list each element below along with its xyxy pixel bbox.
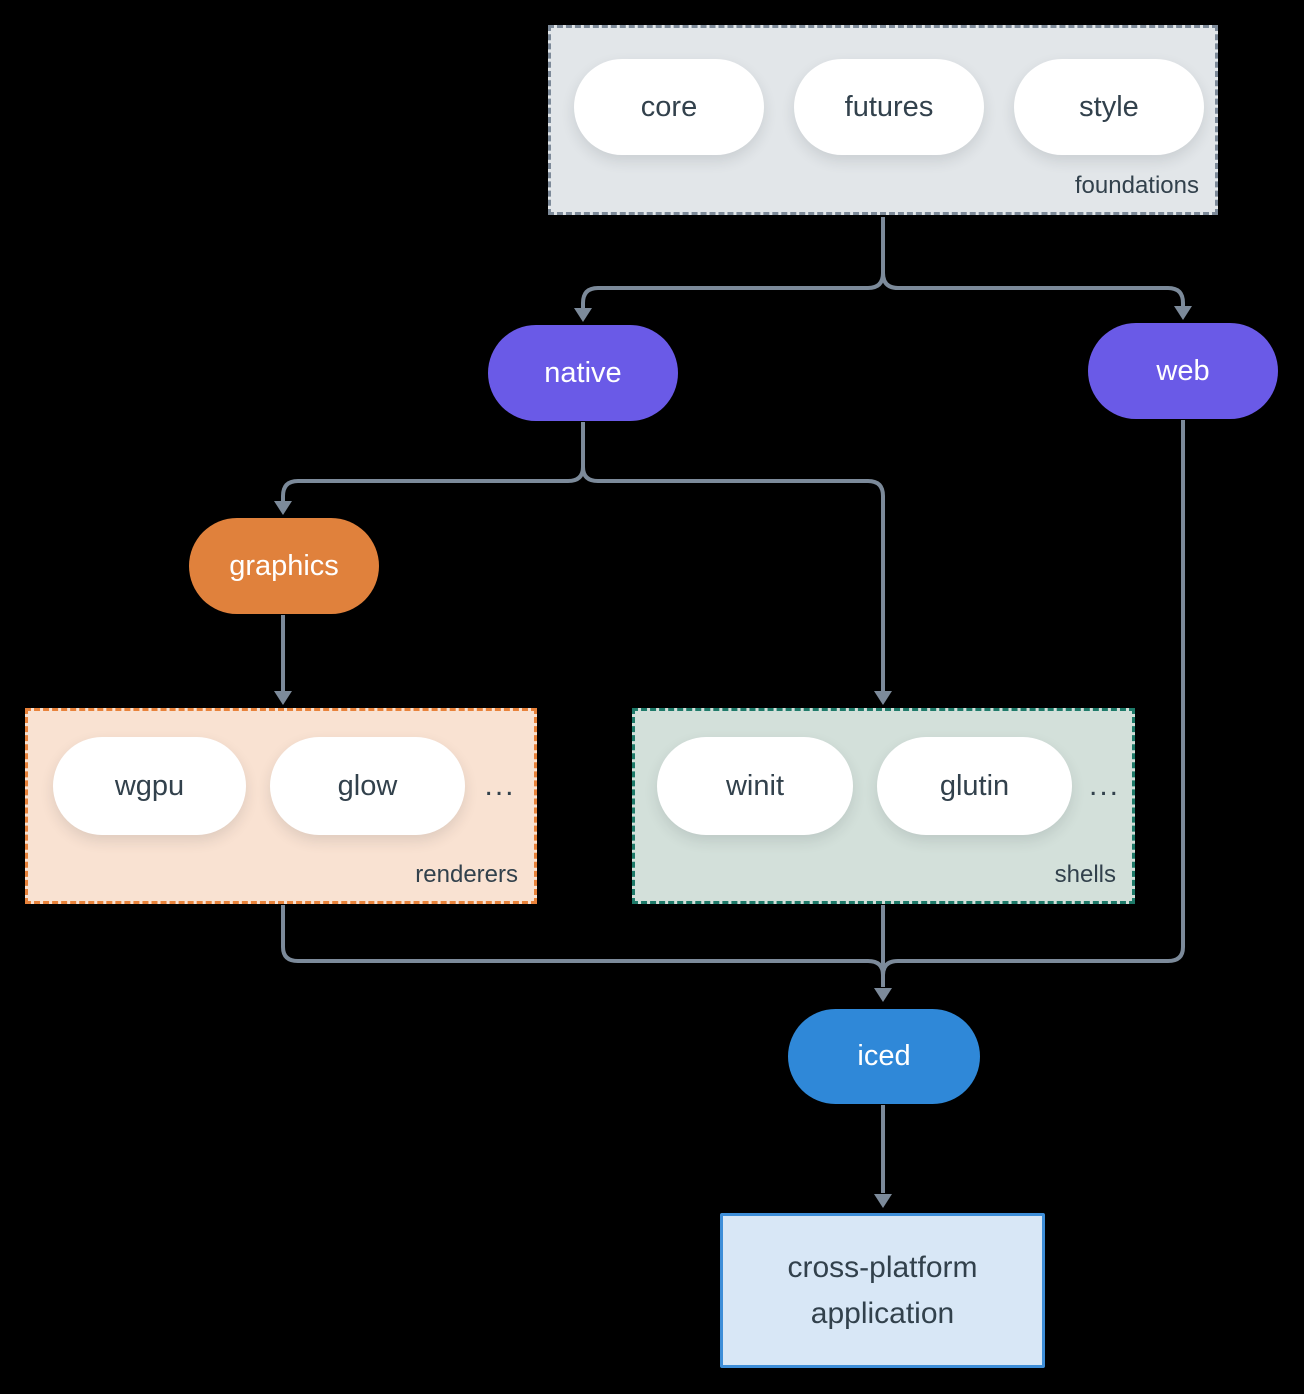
node-winit: winit xyxy=(657,737,853,835)
node-wgpu: wgpu xyxy=(53,737,246,835)
node-futures: futures xyxy=(794,59,984,155)
edge-renderers-iced xyxy=(281,905,885,976)
arrowhead-application xyxy=(874,1194,892,1208)
application-label-line1: cross-platform xyxy=(787,1250,978,1284)
arrowhead-graphics xyxy=(274,501,292,515)
arrowhead-renderers xyxy=(274,691,292,705)
edge-native-graphics xyxy=(281,466,585,501)
renderers-group-label: renderers xyxy=(415,861,518,888)
application-label-line2: application xyxy=(810,1296,955,1330)
node-style: style xyxy=(1014,59,1204,155)
foundations-group-box: core futures style foundations xyxy=(548,25,1218,215)
node-glow: glow xyxy=(270,737,465,835)
arrowhead-web xyxy=(1174,306,1192,320)
node-glutin: glutin xyxy=(877,737,1072,835)
node-iced: iced xyxy=(788,1009,980,1104)
node-native: native xyxy=(488,325,678,421)
arrowhead-shells xyxy=(874,691,892,705)
node-graphics: graphics xyxy=(189,518,379,614)
edge-foundations-web xyxy=(881,272,1185,307)
renderers-ellipsis: ... xyxy=(484,769,516,802)
shells-ellipsis: ... xyxy=(1088,769,1120,802)
shells-group-box: winit glutin ... shells xyxy=(632,708,1135,904)
renderers-group-box: wgpu glow ... renderers xyxy=(25,708,537,904)
edge-native-shells xyxy=(581,466,885,691)
node-cross-platform-application: cross-platform application xyxy=(720,1213,1045,1368)
arrowhead-iced xyxy=(874,988,892,1002)
foundations-group-label: foundations xyxy=(1074,172,1199,199)
arrowhead-native xyxy=(574,308,592,322)
edge-foundations-native xyxy=(581,272,885,309)
node-web: web xyxy=(1088,323,1278,419)
shells-group-label: shells xyxy=(1054,861,1116,888)
node-core: core xyxy=(574,59,764,155)
